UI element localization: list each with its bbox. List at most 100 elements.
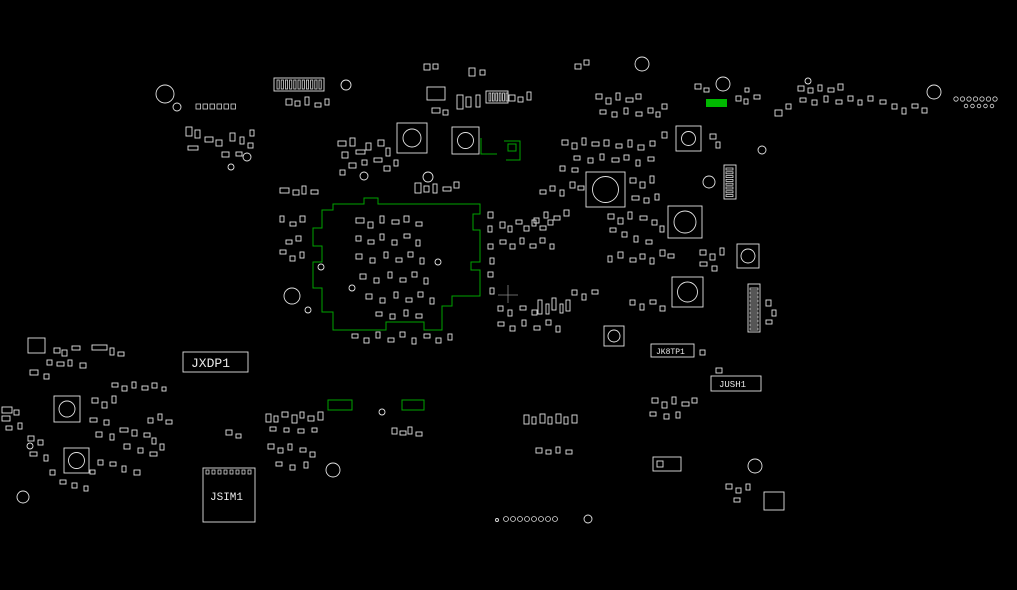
pin-pad <box>491 92 495 102</box>
ic-marker <box>677 281 698 303</box>
component-outline <box>709 253 716 261</box>
component-outline <box>407 426 413 435</box>
component-outline <box>273 77 325 92</box>
component-outline <box>13 409 20 416</box>
ref-label-text: JUSH1 <box>719 380 746 390</box>
component-outline <box>709 133 717 140</box>
component-outline <box>417 291 424 298</box>
test-pad <box>979 96 985 102</box>
ref-label-jk8tp1[interactable]: JK8TP1 <box>650 343 695 358</box>
component-outline <box>273 415 279 423</box>
component-outline <box>285 98 293 106</box>
component-outline <box>367 239 375 245</box>
component-outline <box>339 169 346 176</box>
ref-label-jsim1[interactable]: JSIM1 <box>202 467 256 523</box>
component-outline <box>867 95 874 102</box>
component-outline <box>143 432 151 438</box>
component-outline <box>103 419 110 426</box>
component-outline <box>249 129 255 137</box>
component-outline <box>911 103 919 109</box>
component-outline <box>625 97 634 103</box>
component-outline <box>703 87 710 93</box>
ref-label-jxdp1[interactable]: JXDP1 <box>182 351 249 373</box>
component-outline <box>631 195 640 201</box>
component-outline <box>823 95 829 103</box>
pin-pad <box>749 315 759 319</box>
mounting-hole <box>715 76 731 92</box>
mounting-hole <box>16 490 30 504</box>
component-outline <box>393 291 399 299</box>
component-outline <box>539 237 546 244</box>
ref-label-jush1[interactable]: JUSH1 <box>710 375 762 392</box>
component-outline <box>324 98 330 106</box>
mounting-hole <box>317 263 325 271</box>
mounting-hole <box>747 458 763 474</box>
component-outline <box>637 144 645 151</box>
component-outline <box>71 345 81 351</box>
component-outline <box>547 416 553 425</box>
component-outline <box>651 397 659 404</box>
component-outline <box>537 299 543 315</box>
component-outline <box>426 86 446 101</box>
component-outline <box>573 155 581 161</box>
pin-pad <box>297 79 301 90</box>
keepout-trace <box>480 138 497 155</box>
green-component-outline <box>507 143 517 152</box>
green-component-outline <box>401 399 425 411</box>
pin-pad <box>725 186 734 190</box>
component-outline <box>539 225 547 231</box>
component-outline <box>267 443 275 450</box>
component-outline <box>629 177 637 184</box>
component-outline <box>363 337 370 344</box>
component-outline <box>733 497 741 503</box>
component-outline <box>373 277 380 284</box>
mounting-hole <box>340 79 352 91</box>
component-outline <box>509 325 516 332</box>
component-outline <box>456 94 464 110</box>
component-outline <box>117 351 125 357</box>
component-outline <box>681 401 690 407</box>
component-outline <box>517 96 524 103</box>
component-outline <box>215 139 223 147</box>
component-outline <box>489 287 495 295</box>
component-outline <box>523 414 530 425</box>
pin-pad <box>749 295 759 299</box>
component-outline <box>149 451 158 457</box>
ic-marker <box>740 248 756 264</box>
component-outline <box>623 154 630 161</box>
component-outline <box>429 297 435 305</box>
component-outline <box>387 271 393 279</box>
component-outline <box>555 413 562 424</box>
component-outline <box>605 97 612 105</box>
component-outline <box>571 167 579 173</box>
component-outline <box>639 215 648 221</box>
mounting-hole <box>155 84 175 104</box>
component-outline <box>283 427 290 433</box>
component-outline <box>295 235 302 242</box>
pin-pad <box>241 469 246 475</box>
component-outline <box>359 273 367 280</box>
component-outline <box>725 483 733 490</box>
component-outline <box>414 182 422 194</box>
mounting-hole <box>26 442 34 450</box>
component-outline <box>499 221 506 229</box>
component-outline <box>497 305 504 312</box>
component-outline <box>487 225 493 233</box>
component-outline <box>185 126 193 137</box>
test-pad <box>985 96 992 102</box>
component-outline <box>465 96 472 108</box>
component-outline <box>639 303 645 311</box>
component-outline <box>61 349 68 357</box>
mounting-hole <box>172 102 182 112</box>
component-outline <box>549 243 555 250</box>
component-outline <box>391 427 398 435</box>
component-outline <box>715 141 721 149</box>
component-outline <box>310 189 319 195</box>
component-outline <box>774 109 783 117</box>
component-outline <box>17 422 23 430</box>
keepout-layer <box>312 99 727 411</box>
pin-pad <box>289 79 293 90</box>
component-outline <box>287 443 293 451</box>
pin-pad <box>230 103 236 110</box>
